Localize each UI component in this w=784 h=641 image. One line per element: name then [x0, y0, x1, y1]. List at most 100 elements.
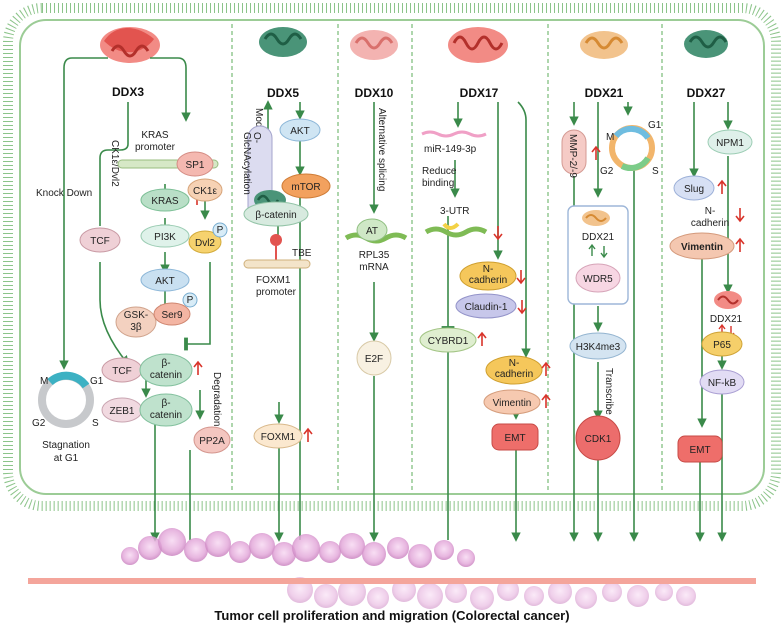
ddx21-inner-label: DDX21 [582, 232, 615, 243]
cell-cycle-icon: M G1 G2 S [600, 120, 662, 177]
ncad1-label: N-cadherin [469, 264, 507, 286]
tumor-cell [602, 582, 622, 602]
ddx5-akt-node: AKT [279, 118, 321, 142]
phosphate-icon [212, 222, 228, 238]
foxm1-promoter-l2: promoter [256, 287, 297, 298]
ddx27-vimentin-node: Vimentin [669, 232, 745, 260]
gsk-l2: 3β [130, 322, 142, 333]
tumor-cell [158, 528, 186, 556]
pp2a-label: PP2A [199, 436, 225, 447]
ncad2-l1: N- [509, 358, 520, 369]
pp2a-node: PP2A [193, 426, 231, 454]
mirna-strand [421, 130, 487, 138]
sp1-node: SP1 [176, 151, 214, 177]
up-arrow-icon [735, 237, 745, 252]
ddx17-vimentin-node: Vimentin [483, 389, 551, 415]
pi3k-label: PI3K [154, 232, 176, 243]
tumor-cell [548, 580, 572, 604]
ser9-node: Ser9 P [153, 292, 198, 326]
tbe-label: TBE [292, 248, 312, 259]
ddx27-ncad-l2: cadherin [691, 218, 729, 229]
gsk-label: GSK-3β [124, 310, 148, 333]
ddx27-emt-node: EMT [677, 435, 723, 463]
zeb1-node: ZEB1 [101, 397, 143, 423]
gsk-l1: GSK- [124, 310, 148, 321]
p65-label: P65 [713, 340, 731, 351]
ddx3-cycle-g2: G2 [32, 418, 46, 429]
dvl2-node: Dvl2 P [188, 222, 228, 254]
tumor-cell [138, 536, 162, 560]
up-arrow-icon [303, 427, 313, 442]
ncad1-l2: cadherin [469, 275, 507, 286]
ncad2-l2: cadherin [495, 369, 533, 380]
tumor-cell [387, 537, 409, 559]
down-arrow-icon [600, 246, 608, 259]
protein-ribbon-icon [100, 27, 728, 63]
ddx27-ddx21-label: DDX21 [710, 314, 743, 325]
claudin-node: Claudin-1 [455, 293, 527, 319]
tumor-cell [445, 581, 467, 603]
mtor-node: mTOR [281, 173, 331, 199]
at-label: AT [366, 226, 378, 237]
alt-splicing-label: Alternative splicing [376, 108, 387, 191]
ddx27-vim-label: Vimentin [681, 242, 723, 253]
stagnation-l1: Stagnation [42, 440, 90, 451]
tumor-cell [362, 542, 386, 566]
pi3k-node: PI3K [140, 224, 190, 248]
ddx17-emt-node: EMT [491, 423, 539, 451]
tumor-cell [205, 531, 231, 557]
stagnation-l2: at G1 [54, 453, 79, 464]
ddx3-cycle-g1: G1 [90, 376, 104, 387]
reduce-l2: binding [422, 178, 454, 189]
tcf-bottom-label: TCF [112, 366, 131, 377]
beta-catenin-node-1: β-catenin [139, 353, 203, 387]
akt-node: AKT [140, 268, 190, 292]
kras-promoter-l2: promoter [135, 142, 176, 153]
tcf-top-node: TCF [79, 227, 121, 253]
mmp-label: MMP-2/-9 [567, 134, 578, 178]
tumor-cell [627, 585, 649, 607]
down-arrow-icon [517, 300, 527, 315]
foxm1-label: FOXM1 [261, 432, 296, 443]
ck-dvl-label: CK1ε/Dvl2 [109, 140, 120, 187]
ddx21-cycle-s: S [652, 166, 659, 177]
ddx17-vim-label: Vimentin [493, 398, 532, 409]
ddx5-title: DDX5 [267, 86, 299, 100]
transcribe-label: Transcribe [603, 368, 614, 415]
stagnation-label: Stagnation at G1 [42, 440, 90, 464]
beta-catenin-node-2: β-catenin [139, 393, 193, 427]
tumor-cell [121, 547, 139, 565]
dvl2-label: Dvl2 [195, 238, 215, 249]
tumor-cell [676, 586, 696, 606]
up-arrow-icon [588, 243, 596, 256]
ddx21-title: DDX21 [585, 86, 624, 100]
mtor-label: mTOR [291, 182, 320, 193]
tumor-cell-cluster-icon [121, 528, 696, 610]
e2f-node: E2F [356, 340, 392, 376]
tumor-cell [470, 586, 494, 610]
cybrd1-node: CYBRD1 [419, 327, 487, 353]
cybrd1-label: CYBRD1 [428, 336, 469, 347]
ddx17-emt-label: EMT [504, 433, 525, 444]
ncad2-label: N-cadherin [495, 358, 533, 380]
ddx3-title: DDX3 [112, 85, 144, 99]
up-arrow-icon [193, 360, 203, 375]
reduce-l1: Reduce [422, 166, 457, 177]
knock-down-label: Knock Down [36, 188, 92, 199]
kras-promoter-l1: KRAS [141, 130, 169, 141]
wdr5-label: WDR5 [583, 274, 613, 285]
tumor-cell [339, 533, 365, 559]
bcat2-label: β-catenin [150, 398, 182, 421]
mir-label: miR-149-3p [424, 144, 477, 155]
tumor-cell [408, 544, 432, 568]
zeb1-label: ZEB1 [109, 406, 134, 417]
tumor-cell [497, 579, 519, 601]
tumor-cell [319, 541, 341, 563]
npm1-label: NPM1 [716, 138, 744, 149]
ncad1-l1: N- [483, 264, 494, 275]
down-arrow-icon [735, 208, 745, 223]
